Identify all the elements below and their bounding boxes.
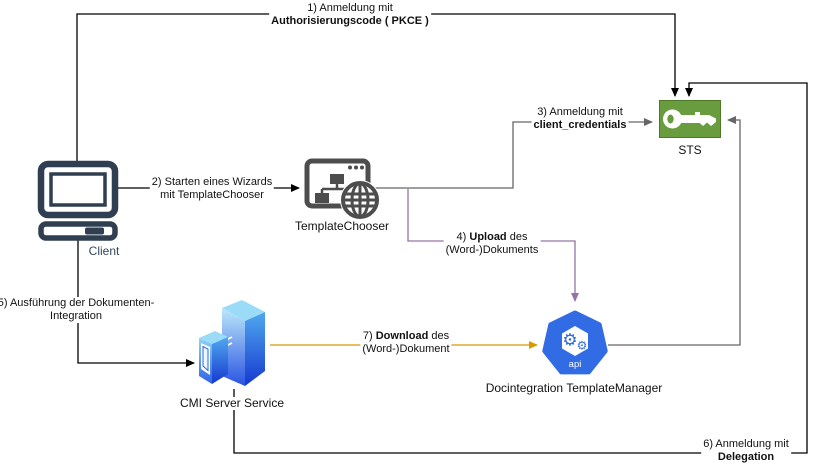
template-chooser-label: TemplateChooser [292,219,392,233]
template-manager-label: Docintegration TemplateManager [483,381,665,395]
gear-icon: ⚙ [562,331,577,350]
edge-label-5: 5) Ausführung der Dokumenten- Integratio… [0,297,157,323]
edge-6-delegation [233,82,808,454]
client-label: Client [86,244,122,258]
sts-label: STS [676,143,704,157]
edge-8-templatemanager-to-sts [608,116,741,346]
cmi-server-label: CMI Server Service [177,396,287,410]
key-icon [659,100,721,138]
browser-globe-icon [304,158,380,220]
edge-5-ausfuehrung [77,240,195,367]
edge-1-anmeldung-pkce [76,13,679,162]
kubernetes-api-icon: ⚙ ⚙ api [542,310,608,375]
edge-label-3: 3) Anmeldung mit client_credentials [531,106,629,132]
edge-label-2: 2) Starten eines Wizards mit TemplateCho… [149,176,275,202]
api-icon-text: api [569,359,582,370]
gear-icon: ⚙ [577,339,588,353]
edge-label-6: 6) Anmeldung mit Delegation [701,438,791,464]
edge-label-1: 1) Anmeldung mit Authorisierungscode ( P… [269,2,431,28]
server-icon [199,300,265,386]
edge-label-7: 7) Download des (Word-)Dokument [360,330,452,356]
computer-icon [37,160,119,241]
edge-label-4: 4) Upload des (Word-)Dokuments [443,231,541,257]
